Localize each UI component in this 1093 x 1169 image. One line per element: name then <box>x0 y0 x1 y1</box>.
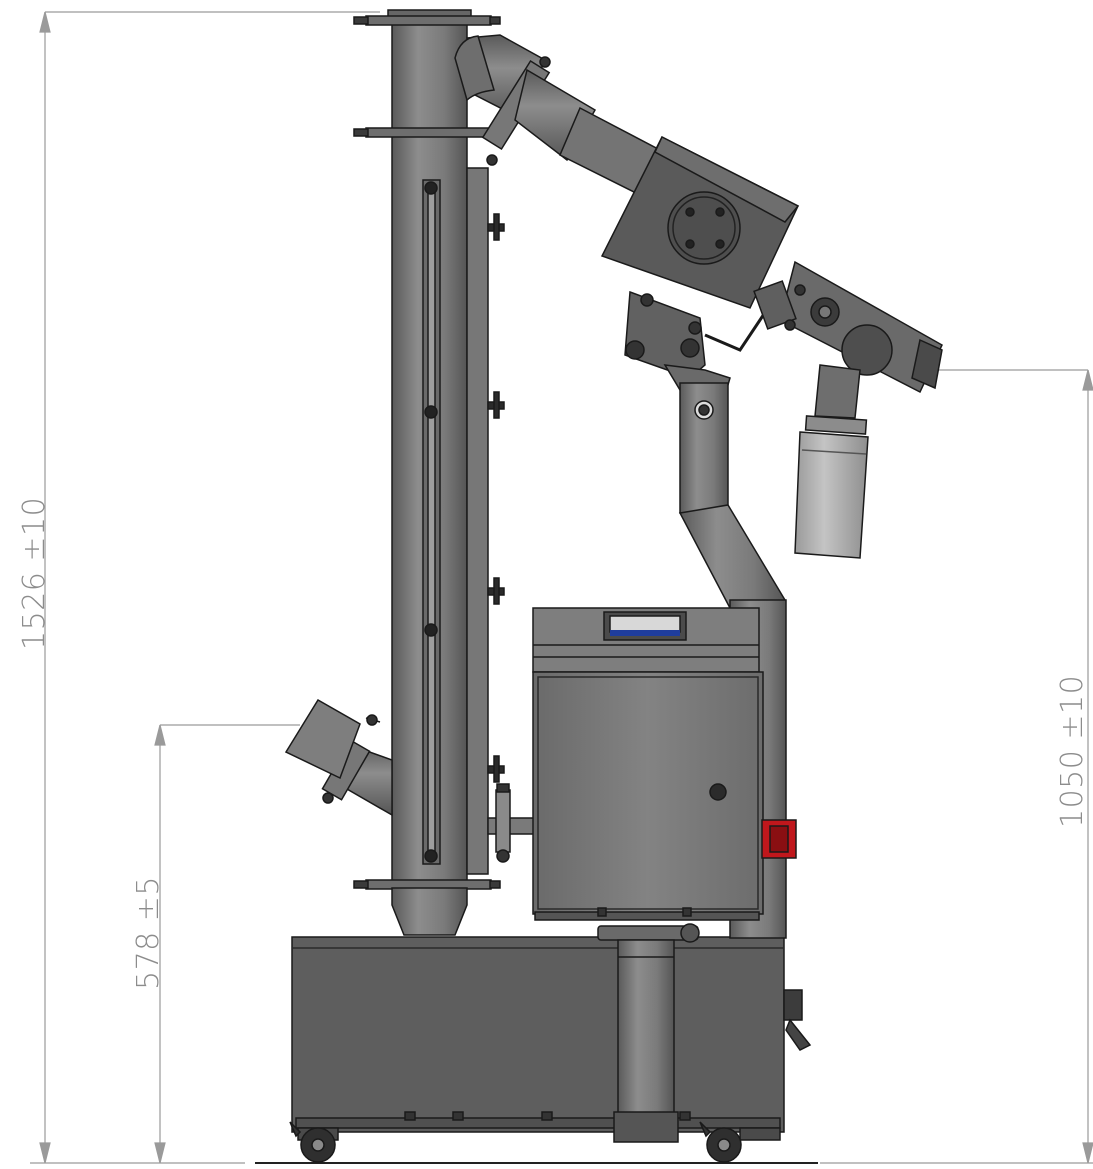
transfer-valve <box>487 783 535 863</box>
reject-arm <box>753 260 943 394</box>
detector-bracket <box>624 289 782 379</box>
outlet-height-label: 1050 ±10 <box>1055 675 1090 828</box>
dimension-outlet-height <box>820 369 1093 1164</box>
metal-detector-head <box>600 135 800 309</box>
column-side-panel <box>466 167 505 875</box>
base-tank <box>289 936 812 1163</box>
dimension-inlet-height <box>154 724 300 1164</box>
panel-knob <box>487 213 505 783</box>
control-cabinet <box>532 607 764 921</box>
reject-jar <box>794 364 869 559</box>
inlet-height-label: 578 ±5 <box>131 876 166 990</box>
sight-glass <box>422 179 441 865</box>
overall-height-label: 1526 ±10 <box>17 497 52 650</box>
inlet-pipe <box>284 698 393 817</box>
display-screen <box>603 611 687 641</box>
centre-drain-pipe <box>597 923 700 1143</box>
dimension-overall-height <box>30 11 380 1164</box>
top-elbow-pipe <box>454 34 661 197</box>
emergency-stop-button <box>761 819 797 859</box>
